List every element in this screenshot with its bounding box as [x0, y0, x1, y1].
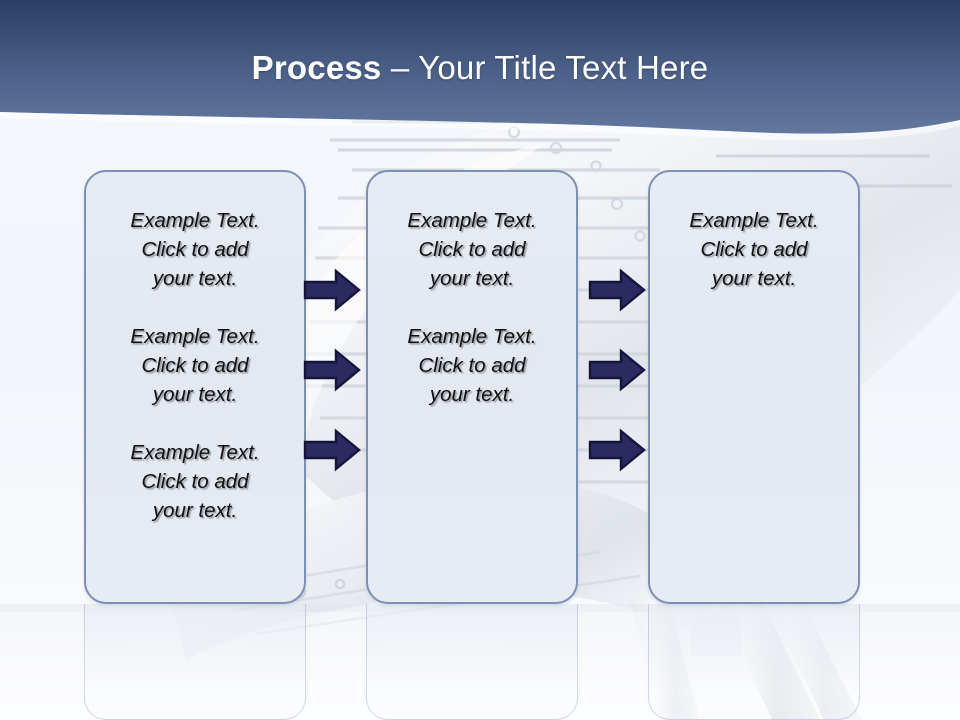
page-title-rest: – Your Title Text Here [381, 49, 709, 86]
box-reflection-1 [84, 604, 306, 720]
page-title: Process – Your Title Text Here [0, 48, 960, 88]
box-reflection-3 [648, 604, 860, 720]
box-reflection-2 [366, 604, 578, 720]
arrow-right-icon-2-2[interactable] [588, 348, 646, 392]
arrow-right-icon-1-1[interactable] [303, 268, 361, 312]
process-box-3[interactable]: Example Text. Click to add your text. [648, 170, 860, 604]
process-box-2-paragraph-1: Example Text. Click to add your text. [407, 209, 537, 290]
page-title-bold: Process [251, 49, 382, 86]
process-box-2-paragraph-2: Example Text. Click to add your text. [407, 325, 537, 406]
arrow-right-icon-1-3[interactable] [303, 428, 361, 472]
arrow-right-icon-1-2[interactable] [303, 348, 361, 392]
process-box-1-paragraph-2: Example Text. Click to add your text. [130, 325, 260, 406]
process-box-3-paragraph-1: Example Text. Click to add your text. [689, 209, 819, 290]
arrow-right-icon-2-3[interactable] [588, 428, 646, 472]
process-box-1[interactable]: Example Text. Click to add your text. Ex… [84, 170, 306, 604]
process-box-1-paragraph-1: Example Text. Click to add your text. [130, 209, 260, 290]
process-box-2[interactable]: Example Text. Click to add your text. Ex… [366, 170, 578, 604]
process-box-1-paragraph-3: Example Text. Click to add your text. [130, 441, 260, 522]
slide-header-band [0, 0, 960, 160]
arrow-right-icon-2-1[interactable] [588, 268, 646, 312]
